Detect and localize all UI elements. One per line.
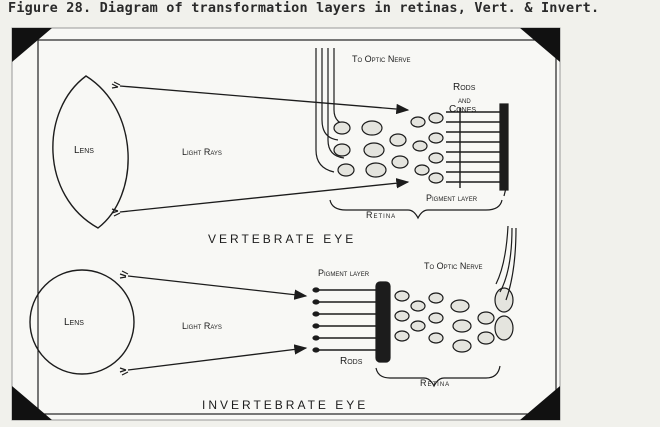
and-label: and [458,95,471,105]
vertebrate-retina-label: Retina [366,210,397,220]
rod-tips [312,287,320,353]
vertebrate-retina-bracket [329,199,503,220]
invertebrate-pigment-layer [375,281,391,363]
vertebrate-lens [52,75,129,229]
photo-corner-bottom-right [520,386,560,420]
vertebrate-neuron-layer [333,112,444,184]
invertebrate-eye-title: INVERTEBRATE EYE [202,398,369,412]
invertebrate-retina-label: Retina [420,378,451,388]
vertebrate-lens-label: Lens [74,145,94,156]
vertebrate-eye-diagram [52,48,509,229]
invertebrate-eye-diagram [29,225,517,388]
mount-card [11,27,561,421]
invertebrate-optic-nerve-label: To Optic Nerve [424,261,483,271]
light-ray-upper [127,275,308,300]
cones-label: Cones [449,104,477,115]
ray-tail-upper [111,81,121,89]
invertebrate-light-rays-label: Light Rays [182,321,222,331]
rods-label: Rods [453,82,476,93]
invertebrate-rods [314,289,380,351]
light-ray-upper [119,85,410,115]
invertebrate-rods-label: Rods [340,356,363,367]
light-ray-lower [119,178,410,213]
invertebrate-lens-label: Lens [64,317,84,328]
ray-tail-lower [119,367,129,376]
diagram-border [37,39,557,415]
optic-nerve-fibers [315,48,351,173]
invertebrate-optic-nerve [495,225,517,301]
photo-corner-top-right [520,28,560,62]
invertebrate-lens [29,269,135,375]
vertebrate-optic-nerve-label: To Optic Nerve [352,54,411,64]
vertebrate-eye-title: VERTEBRATE EYE [208,232,357,246]
photo-corner-top-left [12,28,52,62]
ray-tail-lower [111,208,121,217]
ray-tail-upper [119,270,129,279]
vertebrate-rods-cones [446,108,500,188]
invertebrate-pigment-layer-label: Pigment layer [318,268,370,278]
light-ray-lower [127,344,308,371]
figure-caption: Figure 28. Diagram of transformation lay… [8,0,600,16]
vertebrate-light-rays-label: Light Rays [182,147,222,157]
invertebrate-retina-bracket [375,365,501,388]
vertebrate-pigment-layer-label: Pigment layer [426,193,478,203]
photo-corner-bottom-left [12,386,52,420]
vertebrate-pigment-layer [499,103,509,191]
